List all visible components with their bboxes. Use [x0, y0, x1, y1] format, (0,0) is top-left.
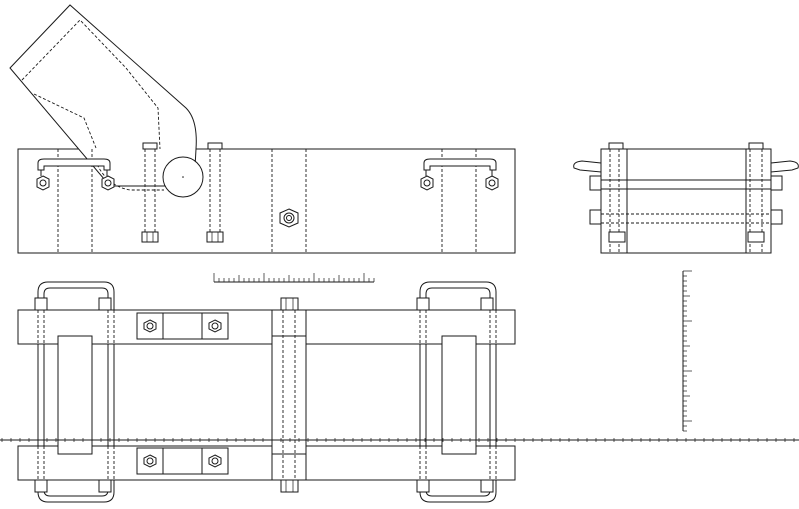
top-rail — [17, 309, 516, 345]
top-left-block — [57, 335, 93, 455]
front-bolts — [141, 142, 224, 243]
top-handle-nuts — [34, 297, 494, 493]
top-view — [17, 281, 516, 503]
top-clamp-plate-lower — [136, 447, 229, 475]
bottom-rail — [17, 445, 516, 481]
top-right-block — [441, 335, 477, 455]
top-left-handle — [37, 281, 115, 503]
top-hidden-lines — [37, 310, 497, 480]
front-left-handle — [36, 158, 115, 191]
side-view — [573, 142, 799, 254]
front-main-body — [17, 148, 516, 254]
bottom-ruler — [0, 438, 799, 442]
angled-pipe — [9, 4, 204, 198]
side-main-body — [600, 148, 772, 254]
front-right-handle — [420, 158, 499, 191]
top-center-spacer — [271, 297, 307, 493]
side-left-wing — [573, 160, 602, 173]
vertical-scale-bar — [682, 270, 692, 432]
top-clamp-plate-upper — [136, 312, 229, 340]
front-center-nut — [279, 208, 299, 228]
side-right-wing — [770, 160, 799, 173]
horizontal-scale-bar — [213, 273, 375, 283]
front-view — [9, 4, 516, 254]
